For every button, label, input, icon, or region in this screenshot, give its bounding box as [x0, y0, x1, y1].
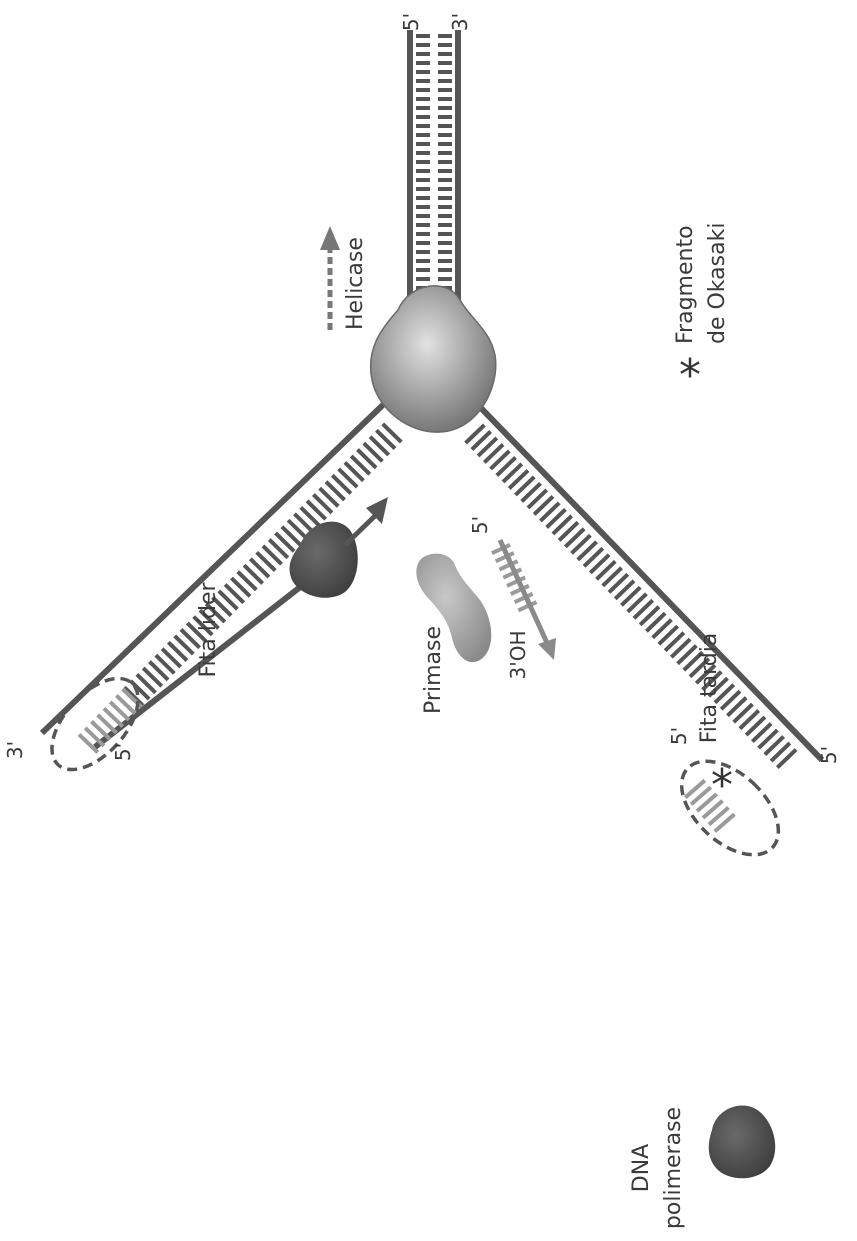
- fita-tardia-label: Fita tardia: [697, 633, 722, 744]
- lagging-end-5prime-label: 5': [817, 746, 841, 764]
- okazaki-marker-star: *: [711, 760, 733, 811]
- leading-end-3prime-label: 3': [3, 741, 27, 759]
- top-5prime-label: 5': [399, 13, 423, 31]
- top-3prime-label: 3': [448, 13, 472, 31]
- primase-label: Primase: [421, 626, 446, 714]
- primer-5prime-label: 5': [468, 516, 492, 534]
- primer-3oh-label: 3'OH: [506, 630, 530, 679]
- helicase-enzyme: [371, 286, 496, 432]
- helicase-label: Helicase: [343, 237, 368, 330]
- dna-polimerase-label-line1: DNA: [629, 1144, 654, 1192]
- parental-dna-duplex: [410, 30, 458, 320]
- leading-base-pairs: [124, 424, 401, 706]
- parental-base-pairs: [416, 36, 452, 315]
- lagging-template-strand: [478, 405, 822, 760]
- fita-lider-label: Fita líder: [196, 582, 221, 678]
- helicase-direction-arrow: [320, 226, 340, 330]
- lagging-base-pairs: [466, 425, 796, 768]
- leading-synthesis-arrow: [345, 497, 388, 545]
- legend-okasaki-label: de Okasaki: [705, 223, 730, 344]
- legend-fragmento-label: Fragmento: [673, 225, 698, 344]
- lagging-dna-polymerase: [709, 1106, 775, 1179]
- okazaki-synthesis-arrow: [715, 835, 792, 1000]
- dna-polimerase-label-line2: polimerase: [661, 1107, 686, 1229]
- legend-star-icon: *: [679, 350, 701, 401]
- lagging-circle-5prime-label: 5': [667, 727, 691, 745]
- leading-end-5prime-label: 5': [111, 743, 135, 761]
